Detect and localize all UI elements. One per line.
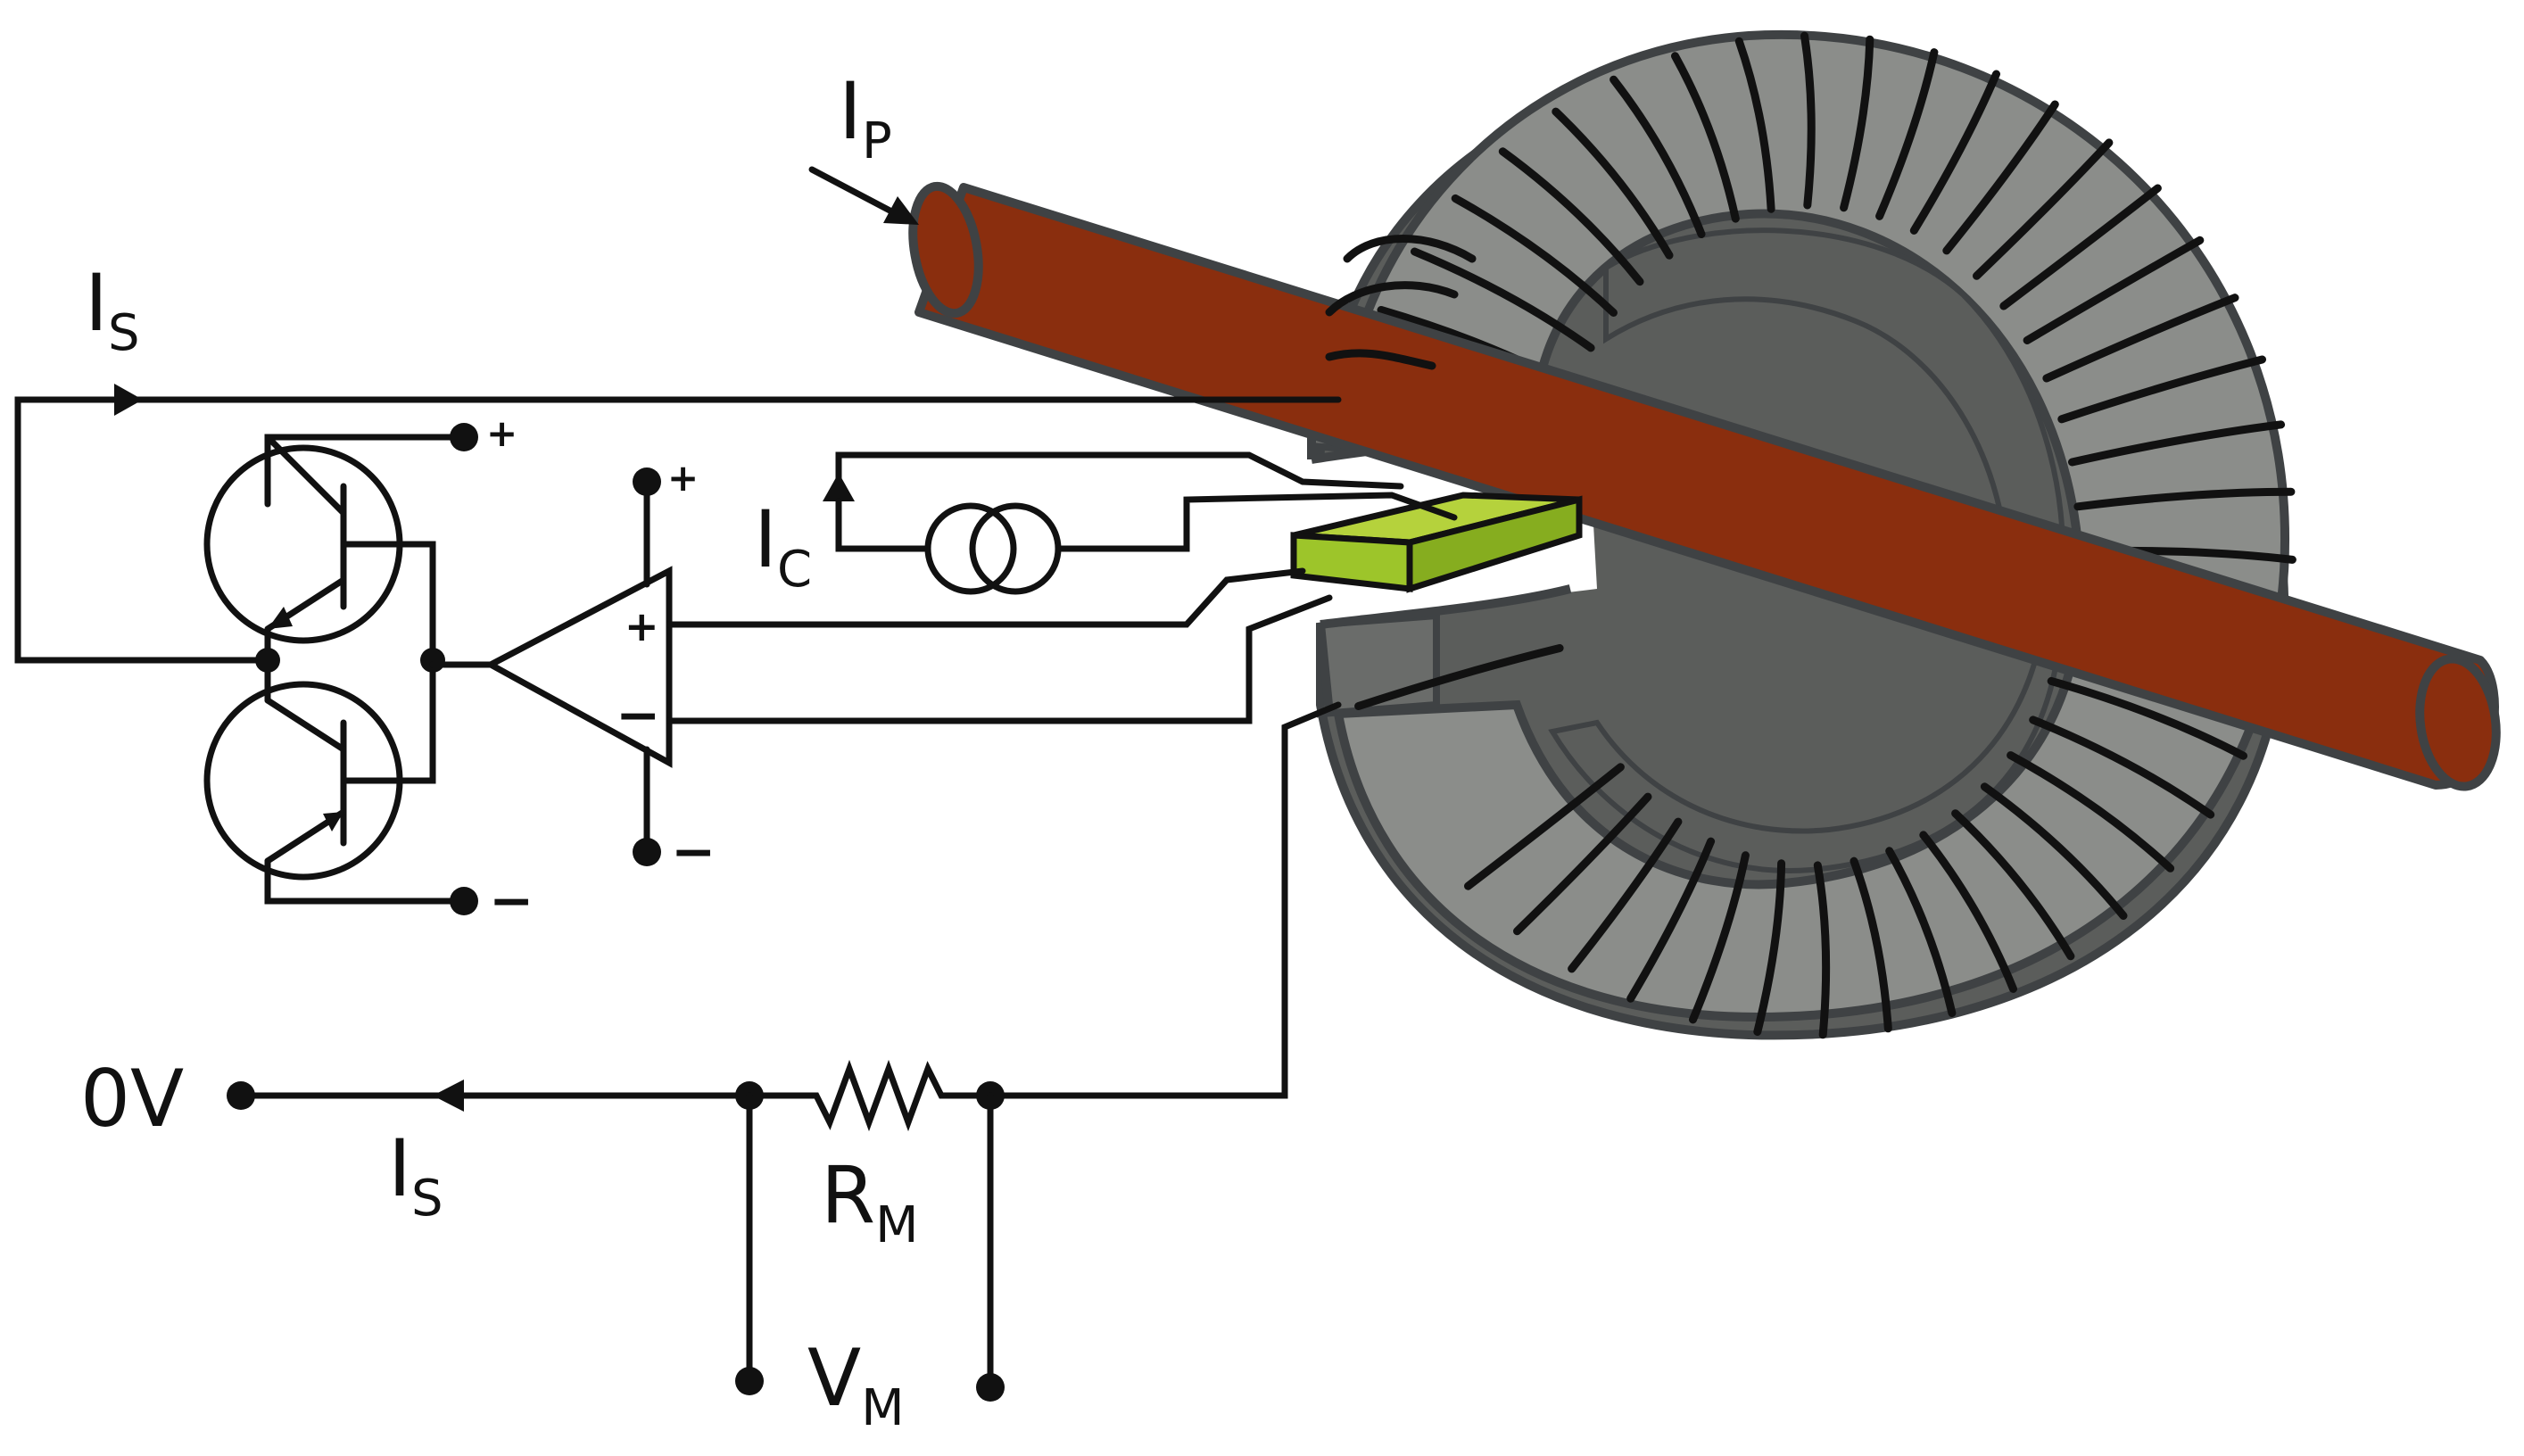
resistor-rm <box>746 1059 994 1132</box>
label-opamp-minus-input: − <box>616 684 660 747</box>
winding-turn <box>1671 52 1740 223</box>
winding-turn <box>1552 107 1674 260</box>
push-pull-output-stage <box>203 423 478 915</box>
circuit-wiring <box>14 166 1458 1402</box>
label-is-top: IS <box>85 257 140 362</box>
terminal-transistor-minus <box>450 887 478 915</box>
winding-turn <box>1689 851 1750 1024</box>
winding-turn <box>2047 676 2247 760</box>
hall-sensor-side <box>1406 495 1583 593</box>
winding-turn <box>1999 184 2162 310</box>
winding-turn <box>2042 294 2239 383</box>
core-inner-wall-bottom <box>1548 622 2065 873</box>
terminal-zero-v <box>227 1081 255 1110</box>
winding-turn <box>1951 809 2075 961</box>
winding-turn <box>1610 75 1706 238</box>
node-base <box>420 648 445 673</box>
terminal-opamp-plus <box>633 467 661 496</box>
is-bottom-arrow <box>433 1080 464 1112</box>
label-transistor-minus: − <box>489 870 534 932</box>
winding-turn <box>2068 420 2286 467</box>
winding-turn <box>1451 194 1618 317</box>
ip-arrow-head <box>883 196 919 225</box>
winding-turn <box>2023 236 2205 344</box>
winding-turn <box>1753 859 1786 1036</box>
winding-turn <box>1354 644 1564 710</box>
label-opamp-supply-minus: − <box>671 821 716 883</box>
conductor-near-end <box>2415 654 2501 791</box>
winding-turn <box>1909 70 2000 235</box>
hall-sensor <box>1290 492 1583 593</box>
winding-turn <box>1800 31 1816 210</box>
is-top-arrow <box>114 384 143 416</box>
label-ic: IC <box>754 493 812 599</box>
winding-turn <box>1973 138 2114 280</box>
winding-turn <box>1734 37 1775 213</box>
conductor-far-end <box>908 181 983 318</box>
winding-turn <box>1919 831 2017 993</box>
label-vm: VM <box>807 1332 905 1437</box>
winding-turn <box>1464 763 1625 890</box>
label-is-bottom: IS <box>388 1122 443 1228</box>
winding-turn <box>2007 751 2175 873</box>
winding-turn <box>1885 847 1957 1017</box>
label-transistor-plus: + <box>486 411 517 455</box>
winding-turn <box>1498 147 1644 286</box>
label-opamp-plus-input: + <box>625 602 659 650</box>
terminal-transistor-plus <box>450 423 478 451</box>
label-rm: RM <box>821 1149 918 1254</box>
winding-turn <box>1980 782 2128 920</box>
winding-turn <box>1840 35 1874 212</box>
winding-turn <box>1813 861 1831 1039</box>
op-amp-triangle <box>484 566 673 768</box>
ip-arrow-line <box>808 166 900 218</box>
winding-turn <box>1942 100 2059 255</box>
terminal-vm-right <box>976 1373 1005 1402</box>
current-source <box>823 451 1458 595</box>
ic-arrow <box>823 473 855 501</box>
winding-turn <box>1411 247 1595 352</box>
winding-front-left <box>1325 235 1477 370</box>
label-ip: IP <box>839 65 892 170</box>
winding-turn <box>1513 792 1652 936</box>
winding-turn <box>2029 716 2215 819</box>
winding-turn <box>1568 817 1683 973</box>
winding-turn <box>1626 837 1716 1003</box>
terminal-vm-left <box>735 1367 764 1395</box>
op-amp <box>429 467 1333 866</box>
node-emitter <box>255 648 280 673</box>
labels: IP IS IC 0V IS RM VM + − + − + − <box>80 65 918 1437</box>
current-source-circle-left <box>924 502 1017 595</box>
terminal-opamp-minus <box>633 838 661 866</box>
winding-turn <box>1875 48 1939 220</box>
secondary-wire-return <box>987 701 1342 1099</box>
measurement-network <box>227 1059 1005 1402</box>
winding-turn <box>2057 355 2266 424</box>
secondary-wire-top <box>14 396 1342 664</box>
primary-conductor <box>908 181 2501 791</box>
winding-turn <box>1850 856 1892 1033</box>
winding-turn <box>2073 487 2296 511</box>
label-opamp-supply-plus: + <box>667 456 699 500</box>
label-zero-v: 0V <box>80 1053 184 1145</box>
